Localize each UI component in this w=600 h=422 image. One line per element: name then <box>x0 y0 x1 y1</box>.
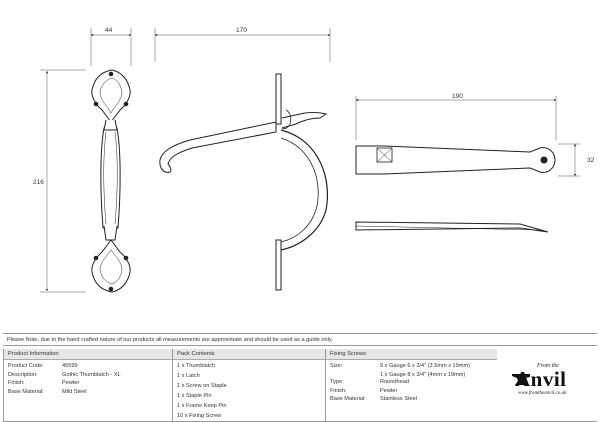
description-value: Gothic Thumblatch - XL <box>62 371 121 378</box>
handle-height-dimension: 216 <box>33 179 44 186</box>
screw-finish-row: Finish: Pewter <box>330 387 497 396</box>
screw-finish-label: Finish: <box>330 387 347 394</box>
screw-material-row: Base Material: Stainless Steel <box>330 395 497 404</box>
keep-length-dimension: 190 <box>452 93 463 100</box>
handle-width-dimension: 44 <box>105 27 113 34</box>
keep-dimension-lines <box>355 96 580 177</box>
thumblatch-keep <box>355 145 556 233</box>
thumblatch-handle <box>91 69 131 293</box>
base-material-row: Base Material: Mild Steel <box>8 388 172 397</box>
screw-type-value: Roundhead <box>380 379 409 385</box>
product-code-row: Product Code: 45599 <box>8 362 172 371</box>
screw-size-value: 9 x Gauge 6 x 3/4" (3.5mm x 19mm) <box>380 363 470 369</box>
pack-item: 1 x Screw on Staple <box>177 383 227 389</box>
screw-size-label: Size: <box>330 363 343 369</box>
latch-dimension-lines <box>154 28 331 62</box>
thumblatch-side-view <box>159 73 329 291</box>
keep-height-dimension: 32 <box>587 157 595 164</box>
pack-item: 1 x Latch <box>177 373 200 379</box>
product-code-label: Product Code: <box>8 363 44 369</box>
product-information-header: Product Information <box>4 349 172 360</box>
base-material-label: Base Material: <box>8 388 44 395</box>
screw-type-row: Type: Roundhead <box>330 378 497 387</box>
finish-value: Pewter <box>62 380 80 387</box>
drawing-area: 44 216 170 <box>33 27 595 293</box>
screw-type-label: Type: <box>330 379 344 385</box>
anvil-icon <box>512 374 530 385</box>
pack-item: 1 x Thumblatch <box>177 363 216 369</box>
brand-logo-panel: From the Anvil www.fromtheanvil.co.uk <box>497 349 597 422</box>
logo-url: www.fromtheanvil.co.uk <box>518 391 567 396</box>
screw-material-label: Base Material: <box>330 396 366 403</box>
pack-item: 10 x Fixing Screw <box>177 413 222 419</box>
description-row: Description: Gothic Thumblatch - XL <box>8 371 172 380</box>
screw-material-value: Stainless Steel <box>380 396 418 403</box>
pack-item: 1 x Frame Keep Pin <box>177 403 227 409</box>
handle-dimension-lines <box>40 28 132 293</box>
finish-label: Finish: <box>8 380 25 387</box>
pack-contents-panel: Pack Contents 1 x Thumblatch 1 x Latch 1… <box>172 349 325 422</box>
fixing-screws-panel: Fixing Screws Size: 9 x Gauge 6 x 3/4" (… <box>325 349 497 422</box>
description-label: Description: <box>8 371 38 378</box>
logo-tagline: From the <box>537 363 559 369</box>
screw-size-row: Size: 9 x Gauge 6 x 3/4" (3.5mm x 19mm) … <box>330 362 497 378</box>
logo-wordmark: Anvil <box>515 367 567 391</box>
base-material-value: Mild Steel <box>62 388 87 395</box>
latch-length-dimension: 170 <box>236 27 247 34</box>
screw-finish-value: Pewter <box>380 387 398 394</box>
pack-contents-header: Pack Contents <box>173 349 325 360</box>
screw-size-values: 9 x Gauge 6 x 3/4" (3.5mm x 19mm) 1 x Ga… <box>380 362 497 378</box>
product-code-value: 45599 <box>62 363 78 369</box>
fixing-screws-header: Fixing Screws <box>326 349 497 360</box>
pack-item: 1 x Staple Pin <box>177 393 212 399</box>
product-information-panel: Product Information Product Code: 45599 … <box>3 349 172 422</box>
screw-size-value: 1 x Gauge 8 x 3/4" (4mm x 19mm) <box>380 371 466 378</box>
measurement-note: Please Note, due to the hand crafted nat… <box>3 333 597 346</box>
from-the-anvil-logo: From the Anvil www.fromtheanvil.co.uk <box>497 349 597 422</box>
finish-row: Finish: Pewter <box>8 379 172 388</box>
